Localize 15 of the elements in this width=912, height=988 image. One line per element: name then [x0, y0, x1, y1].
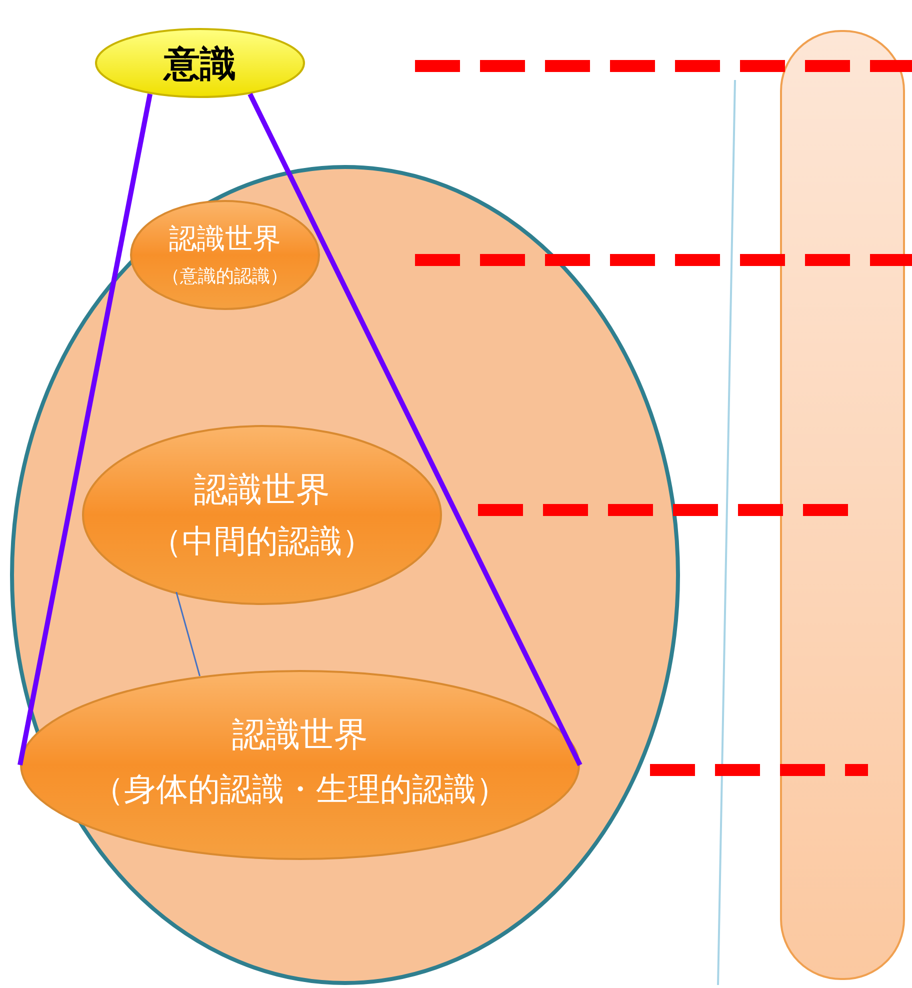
node-subtitle: （中間的認識） [150, 521, 374, 562]
connector-line [176, 592, 200, 676]
cognition-oval [82, 425, 442, 605]
consciousness-oval [95, 28, 305, 98]
node-title: 意識 [164, 43, 236, 87]
outer-ellipse [10, 165, 680, 985]
node-title: 認識世界 [232, 714, 368, 757]
node-subtitle: （身体的認識・生理的認識） [92, 769, 508, 810]
connector-line [18, 94, 152, 766]
node-subtitle: （意識的認識） [162, 265, 288, 288]
cognition-oval [130, 200, 320, 310]
node-title: 認識世界 [169, 221, 281, 257]
cognition-oval [20, 670, 580, 860]
connector-line [248, 92, 582, 766]
node-title: 認識世界 [194, 469, 330, 512]
